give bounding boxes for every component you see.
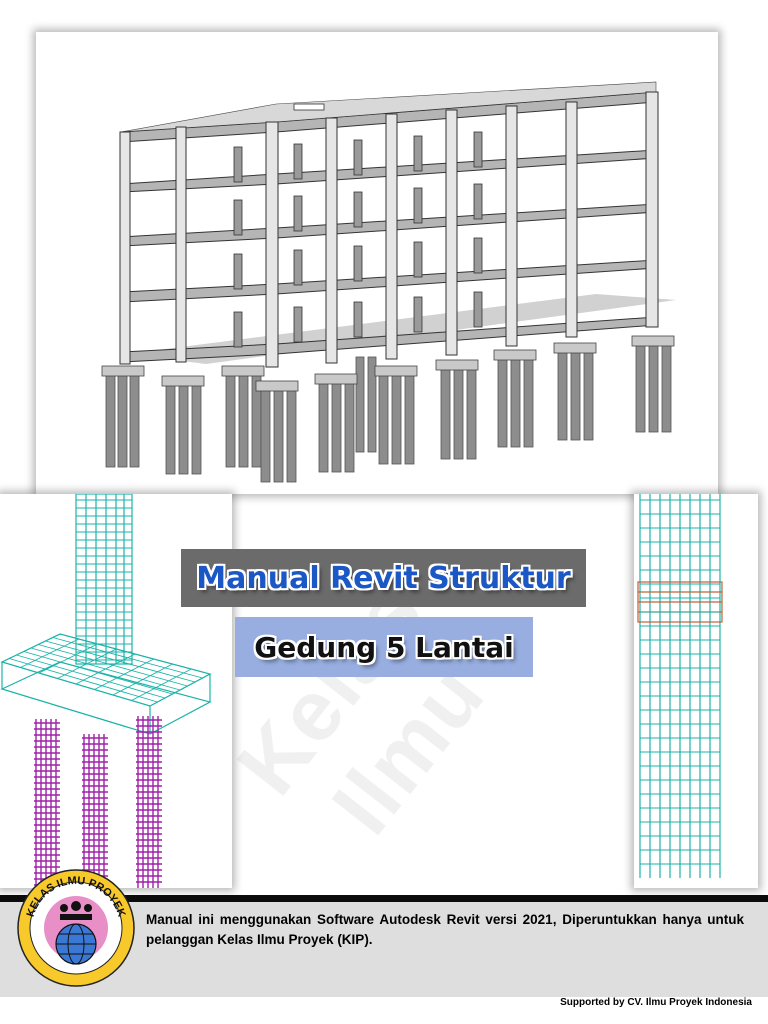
building-structure-image bbox=[36, 32, 718, 494]
supported-by: Supported by CV. Ilmu Proyek Indonesia bbox=[560, 997, 752, 1008]
title-banner: Manual Revit Struktur bbox=[181, 549, 586, 607]
footer-note: Manual ini menggunakan Software Autodesk… bbox=[146, 912, 744, 947]
kelas-ilmu-proyek-logo: KELAS ILMU PROYEK bbox=[14, 866, 138, 990]
pile-cap-rebar-image bbox=[0, 494, 232, 888]
document-title: Manual Revit Struktur bbox=[196, 560, 571, 596]
column-rebar-image bbox=[634, 494, 758, 888]
document-subtitle: Gedung 5 Lantai bbox=[254, 630, 514, 664]
subtitle-banner: Gedung 5 Lantai bbox=[235, 617, 533, 677]
